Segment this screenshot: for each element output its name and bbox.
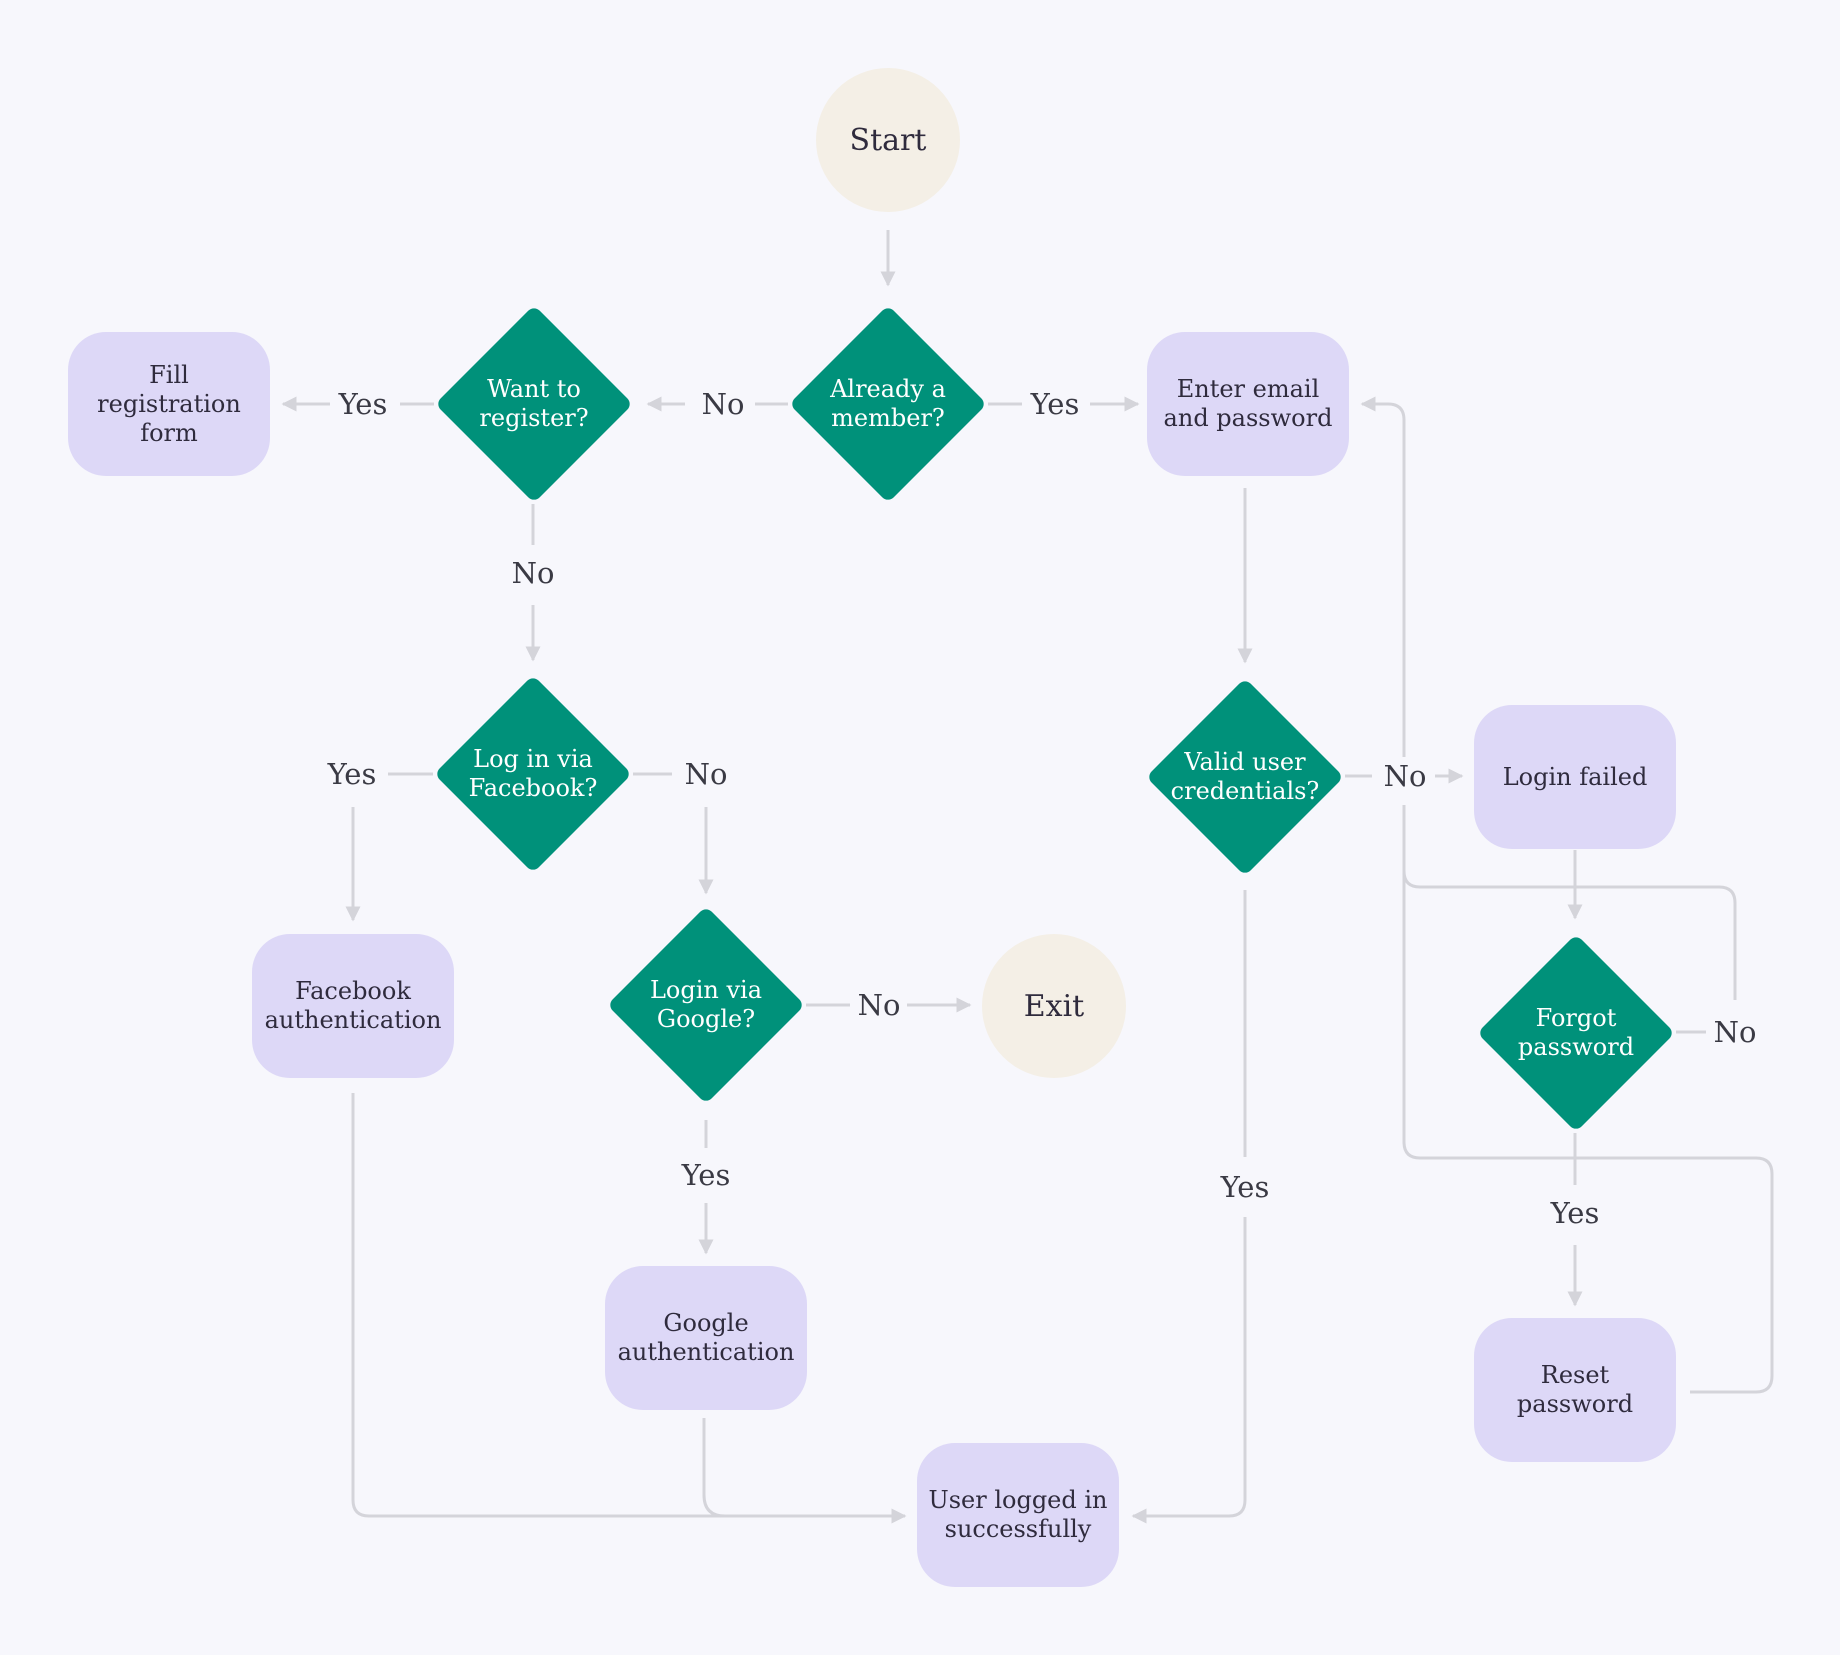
login-failed-node: Login failed bbox=[1474, 705, 1676, 849]
start-label: Start bbox=[849, 122, 927, 158]
facebook-auth-node: Facebook authentication bbox=[252, 934, 454, 1078]
edge-label-google-no: No bbox=[857, 988, 901, 1022]
edge-label-credentials-no: No bbox=[1383, 759, 1427, 793]
exit-label: Exit bbox=[1023, 988, 1085, 1024]
edge-label-register-yes: Yes bbox=[338, 387, 388, 421]
edge-label-member-no: No bbox=[701, 387, 745, 421]
fill-registration-node: Fill registration form bbox=[68, 332, 270, 476]
edge-label-register-no: No bbox=[511, 556, 555, 590]
edge-label-facebook-no: No bbox=[684, 757, 728, 791]
edge-facebook-auth-logged bbox=[351, 1093, 907, 1524]
edge-label-forgot-no: No bbox=[1713, 1015, 1757, 1049]
edge-label-google-yes: Yes bbox=[681, 1158, 731, 1192]
login-facebook-label: Log in via Facebook? bbox=[468, 745, 598, 802]
want-register-decision: Want to register? bbox=[434, 304, 634, 504]
edge-label-facebook-yes: Yes bbox=[327, 757, 377, 791]
fill-registration-label: Fill registration form bbox=[97, 360, 241, 447]
exit-node: Exit bbox=[982, 934, 1126, 1078]
start-node: Start bbox=[816, 68, 960, 212]
want-register-label: Want to register? bbox=[479, 375, 589, 432]
edge-label-credentials-yes: Yes bbox=[1220, 1170, 1270, 1204]
edge-label-member-yes: Yes bbox=[1030, 387, 1080, 421]
edge-loop-to-email bbox=[1360, 396, 1406, 757]
forgot-password-decision: Forgot password bbox=[1476, 933, 1676, 1133]
edge-forgot-no-loop bbox=[1402, 870, 1737, 1000]
google-auth-label: Google authentication bbox=[617, 1309, 795, 1366]
google-auth-node: Google authentication bbox=[605, 1266, 807, 1410]
already-member-label: Already a member? bbox=[830, 375, 946, 432]
reset-password-label: Reset password bbox=[1516, 1361, 1634, 1418]
already-member-decision: Already a member? bbox=[788, 304, 988, 504]
enter-email-node: Enter email and password bbox=[1147, 332, 1349, 476]
edge-google-auth-logged bbox=[702, 1418, 735, 1518]
login-google-label: Login via Google? bbox=[649, 976, 763, 1033]
edge-label-forgot-yes: Yes bbox=[1550, 1196, 1600, 1230]
forgot-password-label: Forgot password bbox=[1517, 1004, 1635, 1061]
reset-password-node: Reset password bbox=[1474, 1318, 1676, 1462]
login-facebook-decision: Log in via Facebook? bbox=[433, 674, 633, 874]
enter-email-label: Enter email and password bbox=[1163, 375, 1333, 432]
login-failed-label: Login failed bbox=[1502, 762, 1648, 791]
edge-credentials-yes-lower bbox=[1131, 1217, 1247, 1524]
valid-credentials-decision: Valid user credentials? bbox=[1145, 677, 1345, 877]
edge-loop-lower bbox=[1402, 805, 1774, 1394]
valid-credentials-label: Valid user credentials? bbox=[1170, 748, 1320, 805]
user-logged-in-node: User logged in successfully bbox=[917, 1443, 1119, 1587]
user-logged-in-label: User logged in successfully bbox=[928, 1486, 1108, 1543]
login-google-decision: Login via Google? bbox=[606, 905, 806, 1105]
facebook-auth-label: Facebook authentication bbox=[264, 977, 442, 1034]
